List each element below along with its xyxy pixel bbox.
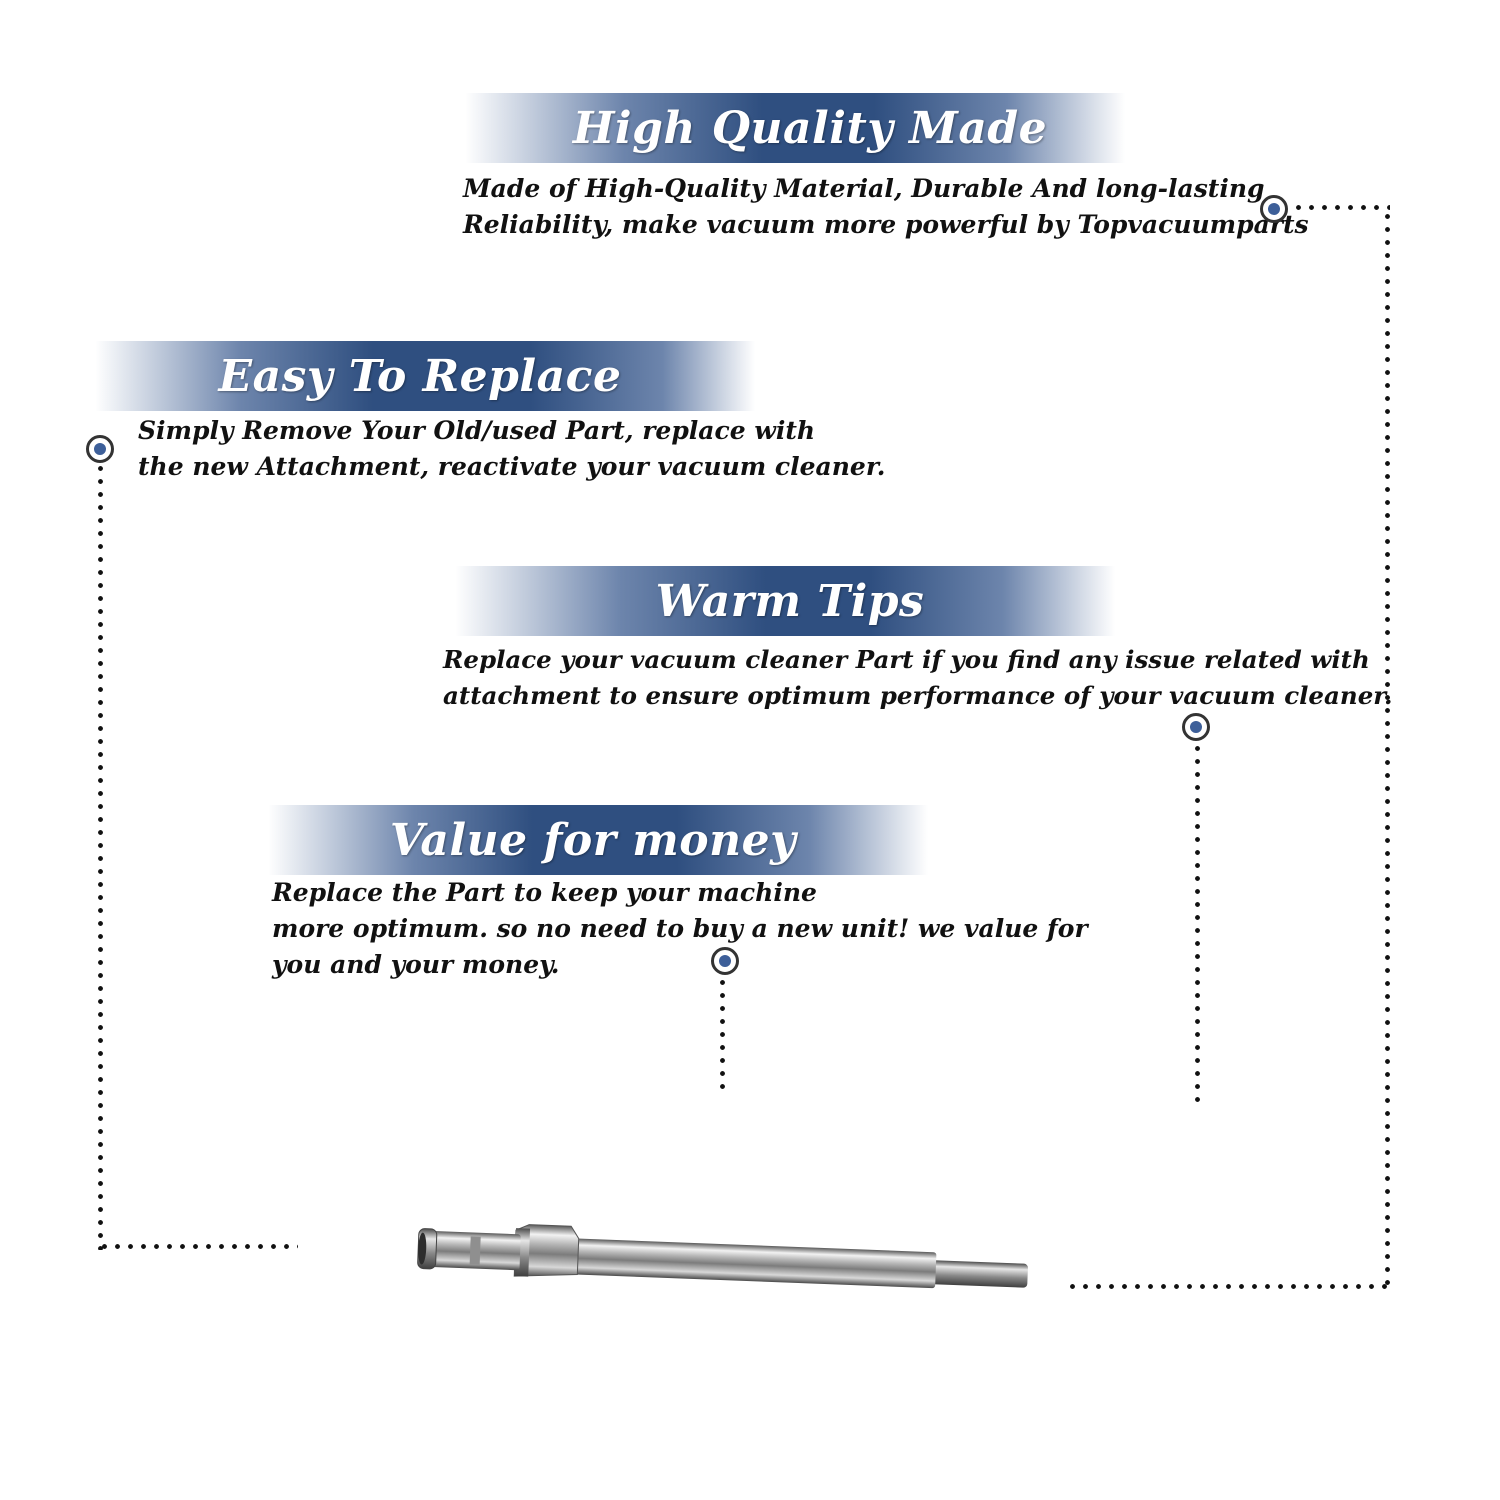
- easy-replace-line-1: Simply Remove Your Old/used Part, replac…: [138, 416, 816, 445]
- banner-warm-tips-title: Warm Tips: [655, 575, 925, 627]
- connector-warm-tips-vertical: [1195, 742, 1200, 1107]
- banner-high-quality-title: High Quality Made: [572, 102, 1048, 154]
- connector-value-money-vertical: [720, 976, 725, 1094]
- high-quality-line-1: Made of High-Quality Material, Durable A…: [463, 174, 1265, 203]
- high-quality-line-2: Reliability, make vacuum more powerful b…: [463, 210, 1309, 239]
- easy-replace-description: Simply Remove Your Old/used Part, replac…: [138, 413, 885, 485]
- connector-right-vertical: [1385, 210, 1390, 1292]
- value-money-description: Replace the Part to keep your machine mo…: [272, 875, 1088, 983]
- connector-bottom-right: [1066, 1284, 1390, 1289]
- banner-warm-tips: Warm Tips: [455, 566, 1115, 636]
- callout-dot-icon: [1182, 713, 1210, 741]
- warm-tips-line-2: attachment to ensure optimum performance…: [443, 681, 1393, 710]
- value-money-line-3: you and your money.: [272, 950, 560, 979]
- warm-tips-line-1: Replace your vacuum cleaner Part if you …: [443, 645, 1370, 674]
- easy-replace-line-2: the new Attachment, reactivate your vacu…: [138, 452, 886, 481]
- banner-value-money: Value for money: [268, 805, 928, 875]
- callout-dot-icon: [711, 947, 739, 975]
- warm-tips-description: Replace your vacuum cleaner Part if you …: [443, 642, 1392, 714]
- callout-dot-icon: [86, 435, 114, 463]
- banner-easy-replace-title: Easy To Replace: [218, 350, 622, 402]
- callout-dot-icon: [1260, 195, 1288, 223]
- banner-value-money-title: Value for money: [389, 814, 797, 866]
- value-money-line-1: Replace the Part to keep your machine: [272, 878, 817, 907]
- value-money-line-2: more optimum. so no need to buy a new un…: [272, 914, 1088, 943]
- banner-high-quality: High Quality Made: [465, 93, 1125, 163]
- connector-high-quality-top: [1292, 205, 1390, 210]
- high-quality-description: Made of High-Quality Material, Durable A…: [463, 171, 1309, 243]
- banner-easy-replace: Easy To Replace: [95, 341, 755, 411]
- connector-left-vertical: [98, 462, 103, 1250]
- connector-bottom-left: [98, 1244, 298, 1249]
